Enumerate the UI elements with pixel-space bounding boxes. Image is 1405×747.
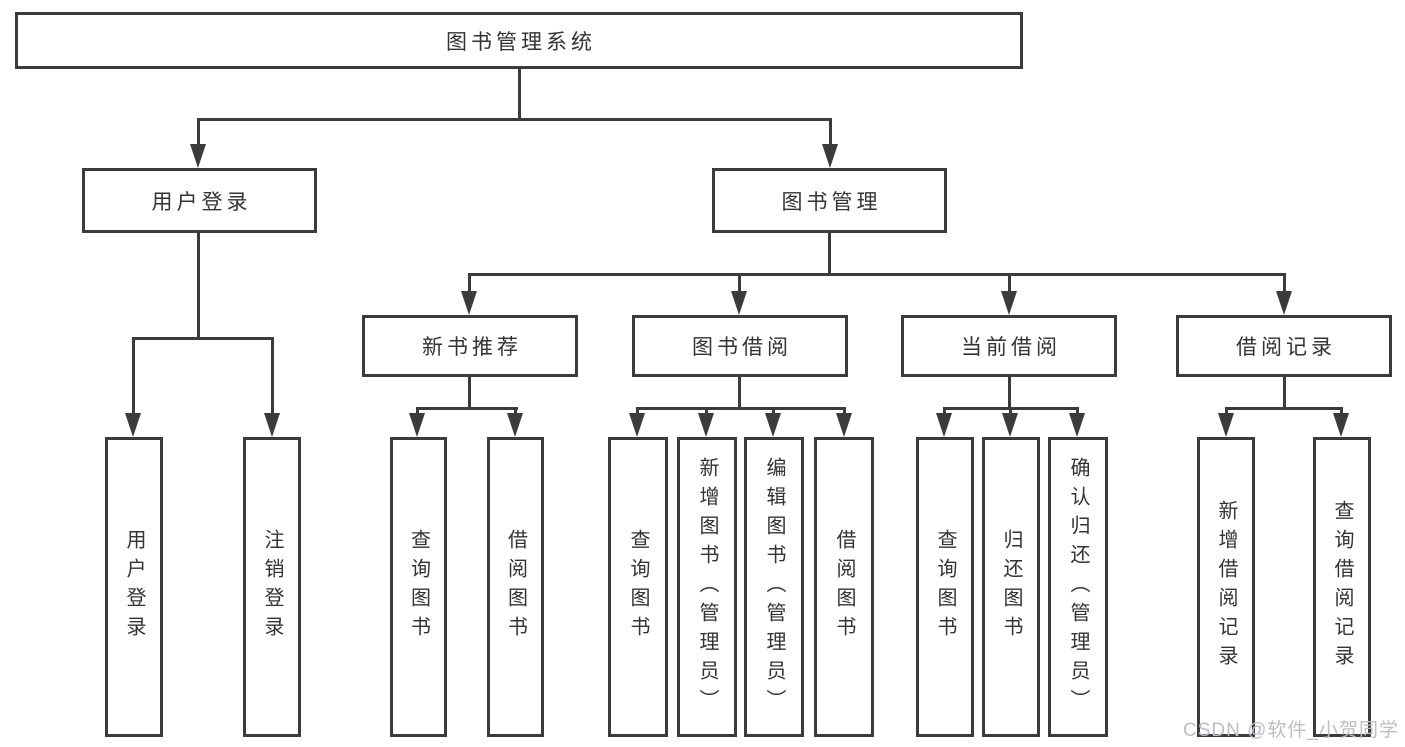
connector-line (197, 118, 832, 121)
arrowhead-down-icon (698, 413, 714, 437)
leaf-confirm-return-admin: 确认归还（管理员） (1048, 437, 1108, 737)
leaf-user-login-label: 用户登录 (123, 529, 145, 645)
leaf-logout: 注销登录 (243, 437, 301, 737)
connector-line (772, 407, 775, 415)
arrowhead-down-icon (409, 413, 425, 437)
arrowhead-down-icon (822, 144, 838, 168)
connector-line (1340, 407, 1343, 415)
node-library-system: 图书管理系统 (15, 12, 1023, 69)
node-new-book-recommend-label: 新书推荐 (422, 336, 522, 359)
node-borrow-records: 借阅记录 (1176, 315, 1392, 377)
leaf-query-borrow-record: 查询借阅记录 (1313, 437, 1371, 737)
connector-line (636, 407, 846, 410)
connector-line (132, 337, 274, 340)
node-current-borrow: 当前借阅 (901, 315, 1117, 377)
watermark: CSDN @软件_小贺同学 (1183, 720, 1399, 741)
leaf-borrow-books: 借阅图书 (814, 437, 874, 737)
arrowhead-down-icon (1002, 413, 1018, 437)
arrowhead-down-icon (836, 413, 852, 437)
connector-line (416, 407, 518, 410)
connector-line (468, 377, 471, 407)
connector-line (132, 337, 135, 415)
arrowhead-down-icon (1069, 413, 1085, 437)
connector-line (416, 407, 419, 415)
connector-line (1225, 407, 1343, 410)
node-book-management: 图书管理 (712, 168, 947, 233)
connector-line (843, 407, 846, 415)
connector-line (829, 118, 832, 146)
connector-line (828, 233, 831, 273)
leaf-return-book-label: 归还图书 (1000, 529, 1022, 645)
leaf-query-books-recommend-label: 查询图书 (407, 529, 430, 645)
arrowhead-down-icon (125, 413, 141, 437)
connector-line (1008, 377, 1011, 407)
connector-line (1076, 407, 1079, 415)
node-borrow-records-label: 借阅记录 (1236, 336, 1336, 359)
node-book-borrow: 图书借阅 (632, 315, 848, 377)
connector-line (1225, 407, 1228, 415)
leaf-add-borrow-record: 新增借阅记录 (1197, 437, 1255, 737)
leaf-add-book-admin-label: 新增图书（管理员） (696, 456, 718, 718)
connector-line (738, 377, 741, 407)
leaf-borrow-books-recommend-label: 借阅图书 (504, 529, 527, 645)
node-book-management-label: 图书管理 (781, 190, 882, 214)
leaf-add-borrow-record-label: 新增借阅记录 (1215, 500, 1237, 674)
leaf-query-books-current-label: 查询图书 (934, 529, 956, 645)
connector-line (468, 273, 471, 293)
arrowhead-down-icon (629, 413, 645, 437)
connector-line (1009, 407, 1012, 415)
connector-line (197, 233, 200, 337)
leaf-confirm-return-admin-label: 确认归还（管理员） (1067, 456, 1089, 718)
connector-line (738, 273, 741, 293)
arrowhead-down-icon (1001, 291, 1017, 315)
leaf-query-books-current: 查询图书 (916, 437, 974, 737)
connector-line (271, 337, 274, 415)
leaf-return-book: 归还图书 (982, 437, 1040, 737)
arrowhead-down-icon (264, 413, 280, 437)
leaf-add-book-admin: 新增图书（管理员） (677, 437, 737, 737)
node-user-login: 用户登录 (82, 168, 317, 233)
node-user-login-label: 用户登录 (151, 190, 252, 214)
leaf-borrow-books-label: 借阅图书 (833, 529, 855, 645)
leaf-query-borrow-record-label: 查询借阅记录 (1331, 500, 1353, 674)
connector-line (705, 407, 708, 415)
arrowhead-down-icon (507, 413, 523, 437)
arrowhead-down-icon (1276, 291, 1292, 315)
arrowhead-down-icon (731, 291, 747, 315)
connector-line (1283, 273, 1286, 293)
leaf-edit-book-admin: 编辑图书（管理员） (744, 437, 804, 737)
leaf-edit-book-admin-label: 编辑图书（管理员） (763, 456, 785, 718)
node-library-system-label: 图书管理系统 (446, 30, 596, 54)
leaf-query-books-recommend: 查询图书 (390, 437, 447, 737)
leaf-borrow-books-recommend: 借阅图书 (487, 437, 544, 737)
arrowhead-down-icon (936, 413, 952, 437)
connector-line (197, 118, 200, 146)
leaf-query-books-borrow: 查询图书 (608, 437, 668, 737)
leaf-query-books-borrow-label: 查询图书 (627, 529, 649, 645)
node-current-borrow-label: 当前借阅 (961, 336, 1061, 359)
arrowhead-down-icon (765, 413, 781, 437)
connector-line (943, 407, 946, 415)
connector-line (1283, 377, 1286, 407)
arrowhead-down-icon (1218, 413, 1234, 437)
connector-line (1008, 273, 1011, 293)
connector-line (518, 69, 521, 118)
leaf-user-login: 用户登录 (105, 437, 163, 737)
leaf-logout-label: 注销登录 (261, 529, 283, 645)
connector-line (468, 273, 1286, 276)
arrowhead-down-icon (1333, 413, 1349, 437)
node-new-book-recommend: 新书推荐 (362, 315, 578, 377)
connector-line (514, 407, 517, 415)
connector-line (636, 407, 639, 415)
node-book-borrow-label: 图书借阅 (692, 336, 792, 359)
arrowhead-down-icon (190, 144, 206, 168)
arrowhead-down-icon (461, 291, 477, 315)
